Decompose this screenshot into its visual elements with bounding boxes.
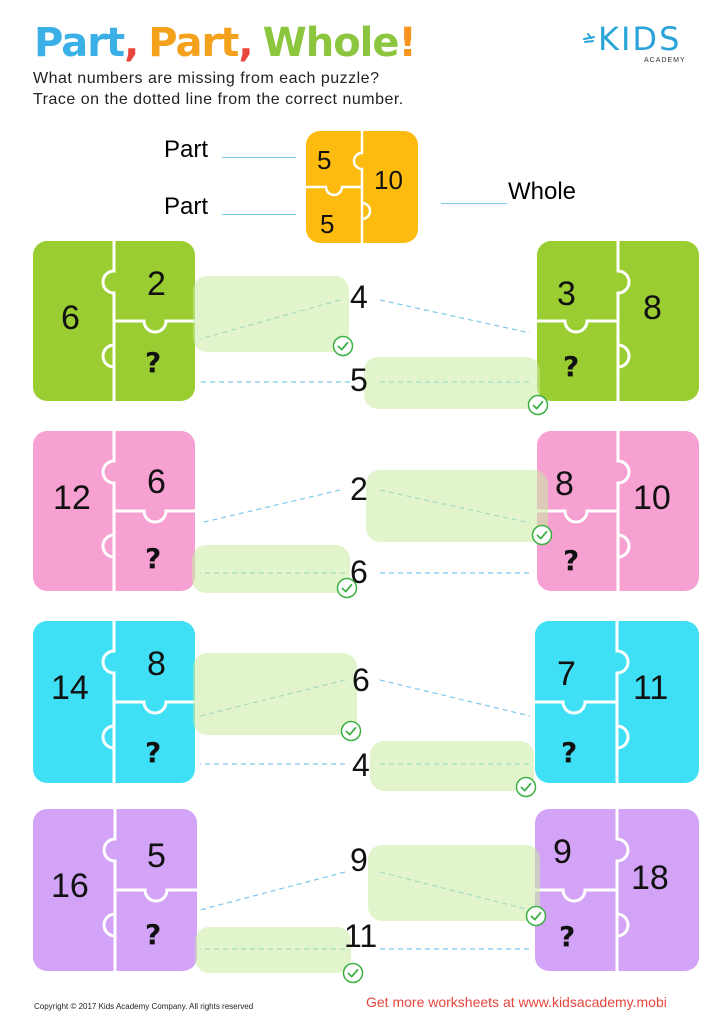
row-4-right-part: 9 [553, 833, 572, 871]
instruction-line-1: What numbers are missing from each puzzl… [33, 70, 380, 87]
row-2-left-puzzle: 12 6 ? [33, 431, 195, 591]
row-4-right-puzzle: 9 18 ? [535, 809, 699, 971]
example-part-1-line [222, 157, 296, 158]
example-part-2-line [222, 214, 296, 215]
copyright-text: Copyright © 2017 Kids Academy Company. A… [34, 1002, 254, 1011]
row-3-left-whole: 14 [51, 669, 89, 707]
check-icon [342, 962, 364, 984]
row-2-highlight-b [192, 545, 350, 593]
splash-icon [583, 33, 595, 43]
kids-academy-logo: KIDS ACADEMY [582, 20, 692, 70]
row-2-option-2[interactable]: 6 [350, 554, 368, 590]
row-1-highlight-a [193, 276, 349, 352]
row-3-left-missing: ? [145, 736, 162, 769]
row-2-right-part: 8 [555, 465, 574, 503]
instruction-line-2: Trace on the dotted line from the correc… [33, 91, 404, 108]
row-1-right-puzzle: 3 8 ? [537, 241, 699, 401]
puzzle-seams [535, 621, 630, 783]
row-4-highlight-b [195, 927, 351, 973]
row-1-left-missing: ? [145, 346, 162, 379]
example-part-1: 5 [317, 145, 332, 175]
example-whole: 10 [374, 165, 403, 195]
row-4-left-missing: ? [145, 918, 162, 951]
row-4-right-missing: ? [559, 920, 576, 953]
puzzle-seams [101, 431, 195, 591]
check-icon [525, 905, 547, 927]
row-2-left-whole: 12 [53, 479, 91, 517]
row-4-left-part: 5 [147, 837, 166, 875]
logo-subtext: ACADEMY [644, 57, 686, 64]
row-2-option-1[interactable]: 2 [350, 471, 368, 507]
check-icon [332, 335, 354, 357]
example-puzzle: 5 5 10 [306, 131, 418, 243]
check-icon [340, 720, 362, 742]
row-2-right-puzzle: 8 10 ? [537, 431, 699, 591]
title-word-part-2: Part [148, 20, 239, 66]
row-2-left-part: 6 [147, 463, 166, 501]
example-part-2: 5 [320, 209, 335, 239]
row-2-left-missing: ? [145, 542, 162, 575]
example-whole-label: Whole [508, 178, 577, 205]
row-4-highlight-a [368, 845, 540, 921]
row-3-right-whole: 11 [633, 669, 669, 707]
row-3-right-part: 7 [557, 655, 576, 693]
puzzle-seams [101, 621, 195, 783]
row-4-option-1[interactable]: 9 [350, 842, 368, 878]
row-4-right-whole: 18 [631, 859, 669, 897]
check-icon [515, 776, 537, 798]
row-3-right-puzzle: 7 11 ? [535, 621, 699, 783]
row-4-left-whole: 16 [51, 867, 89, 905]
puzzle-seams [101, 241, 195, 401]
row-1-left-whole: 6 [61, 299, 80, 337]
title-comma-1: , [124, 20, 139, 66]
puzzle-seams [537, 431, 631, 591]
row-1-highlight-b [364, 357, 540, 409]
row-1-right-part: 3 [557, 275, 576, 313]
row-3-left-puzzle: 14 8 ? [33, 621, 195, 783]
row-1-right-missing: ? [563, 350, 580, 383]
title-exclamation: ! [398, 20, 417, 66]
row-2-right-missing: ? [563, 544, 580, 577]
example-part-label-1: Part [164, 136, 209, 163]
page-title: Part,Part,Whole! [34, 20, 417, 66]
puzzle-seams [102, 809, 197, 971]
puzzle-seams [306, 131, 372, 243]
example-part-label-2: Part [164, 193, 209, 220]
example-whole-line [441, 203, 507, 204]
puzzle-seams [537, 241, 631, 401]
row-3-highlight-b [370, 741, 534, 791]
row-3-highlight-a [193, 653, 357, 735]
row-2-highlight-a [366, 470, 548, 542]
row-1-right-whole: 8 [643, 289, 662, 327]
row-1-option-1[interactable]: 4 [350, 279, 368, 315]
logo-text: KIDS [598, 20, 682, 58]
check-icon [531, 524, 553, 546]
puzzle-seams [535, 809, 630, 971]
title-word-whole: Whole [262, 20, 400, 66]
row-1-left-puzzle: 6 2 ? [33, 241, 195, 401]
row-4-option-2[interactable]: 11 [344, 918, 378, 954]
row-2-right-whole: 10 [633, 479, 671, 517]
check-icon [527, 394, 549, 416]
row-1-option-2[interactable]: 5 [350, 362, 368, 398]
check-icon [336, 577, 358, 599]
row-3-option-2[interactable]: 4 [352, 747, 370, 783]
row-1-left-part: 2 [147, 265, 166, 303]
worksheets-link[interactable]: Get more worksheets at www.kidsacademy.m… [366, 994, 667, 1010]
title-word-part-1: Part [34, 20, 125, 66]
row-3-left-part: 8 [147, 645, 166, 683]
row-3-option-1[interactable]: 6 [352, 662, 370, 698]
row-4-left-puzzle: 16 5 ? [33, 809, 197, 971]
row-3-right-missing: ? [561, 736, 578, 769]
title-comma-2: , [238, 20, 253, 66]
